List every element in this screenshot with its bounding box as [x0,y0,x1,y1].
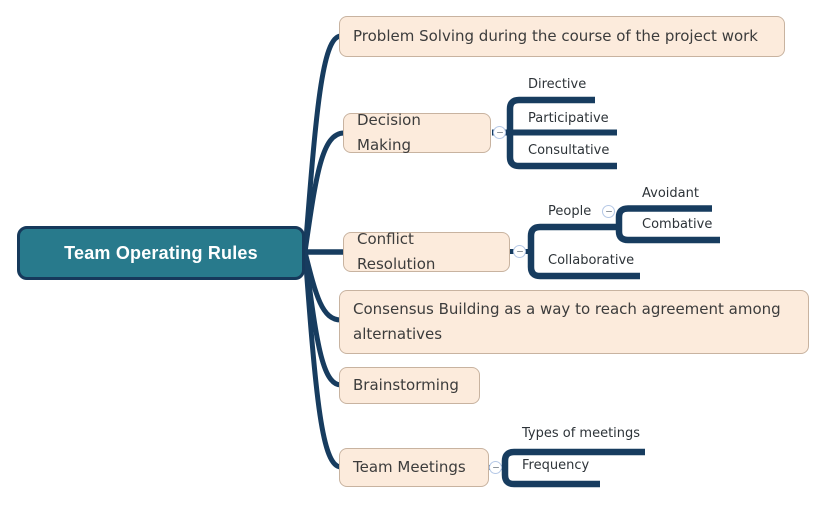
curve-to-team-meetings [302,249,344,470]
node-consultative[interactable]: Consultative [528,143,610,158]
collapse-button-conflict-resolution[interactable] [513,245,526,258]
node-consensus-building[interactable]: Consensus Building as a way to reach agr… [339,290,809,354]
node-types-of-meetings[interactable]: Types of meetings [522,426,641,441]
minus-icon [516,250,523,253]
curve-to-problem-solving [302,33,344,255]
node-participative[interactable]: Participative [528,111,609,126]
minus-icon [496,131,503,134]
collapse-button-team-meetings[interactable] [489,461,502,474]
node-directive[interactable]: Directive [528,77,587,92]
curve-to-decision-making [302,130,347,255]
conflict-children-bracket [527,223,640,280]
node-brainstorming-label: Brainstorming [353,376,459,394]
minus-icon [492,466,499,469]
node-frequency[interactable]: Frequency [522,458,590,473]
collapse-button-people[interactable] [602,205,615,218]
minus-icon [605,210,612,213]
people-children-bracket [615,205,720,244]
node-brainstorming[interactable]: Brainstorming [339,367,480,404]
node-decision-making[interactable]: Decision Making [343,111,491,154]
node-collaborative[interactable]: Collaborative [548,253,635,268]
node-decision-making-label: Decision Making [357,111,421,154]
node-team-meetings[interactable]: Team Meetings [339,448,489,487]
root-node-label: Team Operating Rules [64,242,258,263]
node-team-meetings-label: Team Meetings [353,458,466,476]
node-avoidant[interactable]: Avoidant [642,186,699,201]
node-problem-solving-label: Problem Solving during the course of the… [353,27,758,45]
node-consensus-building-label: Consensus Building as a way to reach agr… [353,300,781,343]
team-meetings-children-bracket [501,448,645,488]
node-conflict-resolution[interactable]: Conflict Resolution [343,230,510,273]
root-node[interactable]: Team Operating Rules [17,226,305,280]
node-conflict-resolution-label: Conflict Resolution [357,230,436,273]
collapse-button-decision-making[interactable] [493,126,506,139]
node-combative[interactable]: Combative [642,217,713,232]
node-problem-solving[interactable]: Problem Solving during the course of the… [339,16,785,57]
node-people[interactable]: People [548,204,592,219]
